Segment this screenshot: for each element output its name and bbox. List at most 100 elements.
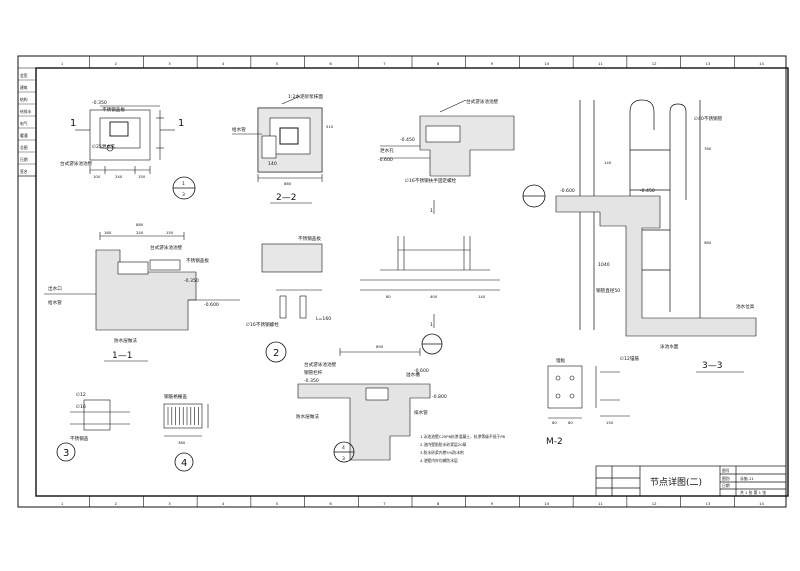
- ladder-note-level1: -0.600: [560, 188, 575, 194]
- side-table-row: 结构: [20, 97, 28, 102]
- callout-3-num: 3: [63, 448, 69, 459]
- detail-3-elevation: [360, 200, 500, 328]
- d11-note-wall: 台式游泳池池壁: [150, 244, 183, 251]
- d2-title: 2—2: [276, 193, 296, 203]
- d11-dim-total: 880: [136, 222, 144, 227]
- ladder-note-level2: -0.450: [640, 188, 655, 194]
- ladder-note-pipe: ∅40不锈钢管: [694, 115, 723, 122]
- detail-1-plan: [75, 105, 175, 174]
- ladder-dim-760: 760: [704, 146, 712, 151]
- column-label: 9: [491, 61, 494, 66]
- ladder-title: 3—3: [702, 361, 722, 371]
- column-label: 8: [437, 61, 440, 66]
- m2-dim-b: 60: [568, 420, 573, 425]
- d2-dim-inner: 140: [268, 161, 277, 167]
- column-label: 12: [652, 501, 657, 506]
- d3t-note-level2: -0.450: [400, 137, 415, 143]
- column-label: 3: [168, 61, 171, 66]
- title-field-1: 图别: [722, 476, 730, 481]
- title-value-1: 泳施-11: [740, 476, 754, 481]
- d2c-note-bolt: ∅16不锈钢螺栓: [246, 321, 279, 328]
- d1-note-level: -0.350: [92, 100, 107, 106]
- title-block: [595, 465, 787, 497]
- d43-dim-total: 890: [376, 344, 384, 349]
- column-label: 4: [222, 501, 225, 506]
- d1-dim-b: 240: [115, 174, 123, 179]
- d2-dim-right: 510: [326, 124, 334, 129]
- ladder-dim-980: 980: [704, 240, 712, 245]
- d1-dim-a: 100: [93, 174, 101, 179]
- detail-2-anchor: [261, 243, 323, 319]
- d3b-note-bar1: ∅12: [76, 392, 86, 398]
- d43-spec-4: 4.池壁内外均做防水层: [420, 458, 458, 463]
- detail-callout-top-3: [522, 184, 546, 208]
- column-label: 6: [329, 61, 332, 66]
- side-table-row: 建筑: [20, 85, 28, 90]
- side-table-row: 电气: [20, 121, 28, 126]
- column-label: 7: [383, 61, 386, 66]
- d43-note-level2: -0.600: [414, 368, 429, 374]
- drawing-title: 节点详图(二): [650, 476, 702, 488]
- d43-note-level1: -0.350: [304, 378, 319, 384]
- section-mark-1-left: 1: [70, 118, 76, 129]
- d11-note-cover: 不锈钢盖板: [186, 257, 209, 264]
- d2c-note-len: L=160: [316, 316, 331, 322]
- column-label: 13: [705, 501, 710, 506]
- side-table-row: 给排水: [20, 109, 32, 114]
- d11-title: 1—1: [112, 351, 132, 361]
- column-label: 4: [222, 61, 225, 66]
- title-field-0: 图号: [722, 468, 730, 473]
- d2-note-pipe: 给水管: [232, 126, 246, 133]
- detail-1-1-section: [44, 232, 240, 331]
- d11-note-level1: -0.350: [184, 278, 199, 284]
- d3b-note-bar2: ∅16: [76, 404, 86, 410]
- ladder-wall-section: [555, 195, 757, 337]
- d43-note-wall: 台式游泳池池壁: [304, 361, 337, 368]
- column-label: 2: [115, 61, 118, 66]
- detail-callout-1-3: 1 3: [172, 176, 196, 200]
- callout-1-num: 1: [182, 181, 185, 187]
- column-label: 10: [544, 501, 549, 506]
- d3-mark-bottom: 1: [430, 322, 433, 328]
- callout-2-num: 2: [273, 348, 279, 359]
- side-table-row: 签名: [20, 169, 28, 174]
- detail-4-grate: [163, 403, 209, 437]
- d3t-note-drain: 泄水孔: [380, 147, 394, 154]
- d3b-note-cover: 不锈钢盖: [70, 435, 89, 442]
- m2-title: M-2: [546, 437, 563, 447]
- d2c-note-cover: 不锈钢盖板: [298, 235, 321, 242]
- callout-43-num: 4: [342, 445, 345, 451]
- m2-dim-c: 150: [606, 420, 614, 425]
- d43-note-channel: 溢水槽: [406, 371, 420, 378]
- detail-pool-edge-top: [380, 99, 515, 177]
- title-field-2: 日期: [722, 483, 730, 488]
- d11-dim-a: 160: [104, 230, 112, 235]
- d11-note-level2: -0.600: [204, 302, 219, 308]
- d1-dim-c: 150: [138, 174, 146, 179]
- side-table-row: 暖通: [20, 133, 28, 138]
- column-label: 1: [61, 501, 64, 506]
- column-label: 11: [598, 501, 603, 506]
- d4-note-grate: 钢筋格栅盖: [164, 393, 187, 400]
- column-ticks: [89, 56, 735, 507]
- d43-note-drain: 排水管: [414, 409, 428, 416]
- column-label: 5: [276, 61, 279, 66]
- d11-note-waterproof: 防水层做法: [114, 337, 137, 344]
- d4-dim-width: 380: [178, 440, 186, 445]
- detail-4-3-section: [297, 348, 431, 461]
- detail-callout-2: 2: [265, 341, 287, 363]
- d43-note-level3: -0.800: [432, 394, 447, 400]
- d1-note-drain: ∅25泄水孔: [92, 143, 116, 150]
- column-label: 14: [759, 61, 764, 66]
- section-mark-1-right: 1: [178, 118, 184, 129]
- d3-dim-b: 400: [430, 294, 438, 299]
- column-label: 3: [168, 501, 171, 506]
- column-label: 2: [115, 501, 118, 506]
- detail-2-2-section: [232, 95, 323, 182]
- outer-frame: [17, 55, 787, 508]
- detail-ladder-3-3: [579, 99, 701, 330]
